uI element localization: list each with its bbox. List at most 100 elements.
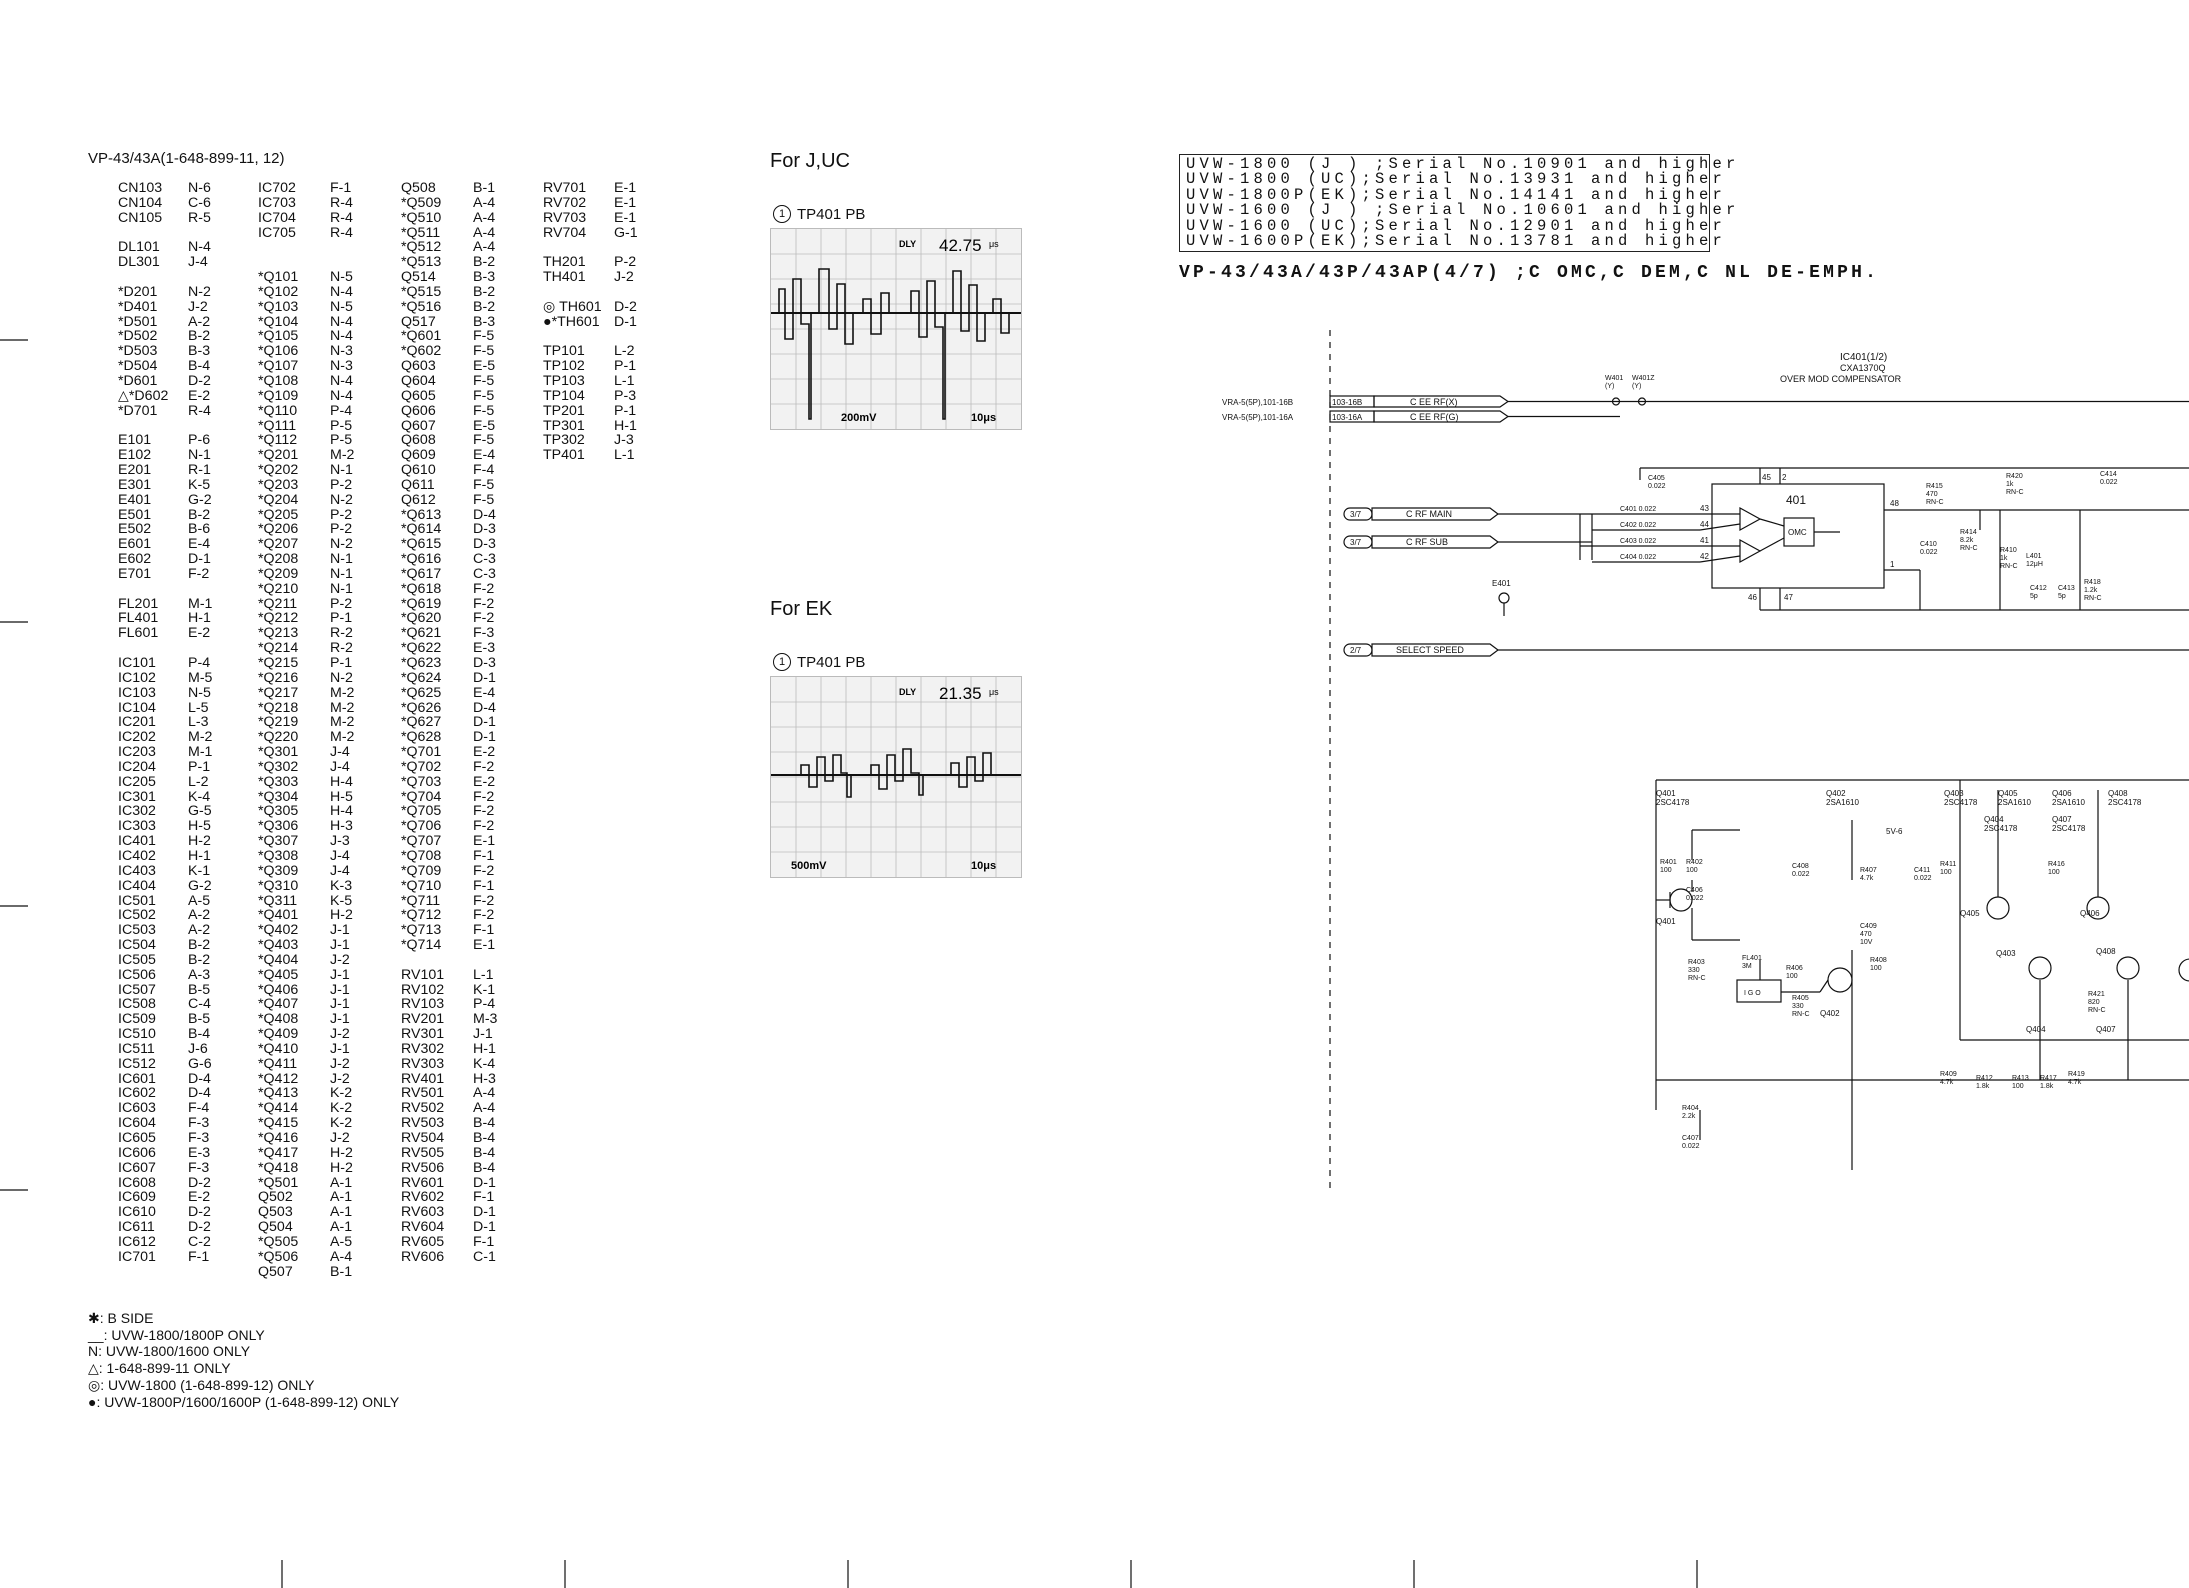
ref-cell: RV603 — [401, 1204, 445, 1221]
ref-cell: D-3 — [473, 655, 496, 671]
ref-cell: F-3 — [188, 1130, 210, 1146]
ref-cell: E-4 — [473, 447, 496, 464]
serial-line: UVW-1600 (J ) ;Serial No.10601 and highe… — [1186, 201, 1740, 220]
ref-cell: IC611 — [118, 1219, 155, 1236]
ref-cell: J-6 — [188, 1040, 208, 1057]
scope1-volt: 200mV — [841, 412, 877, 424]
ref-cell: *Q702 — [401, 758, 442, 775]
ref-cell: F-2 — [473, 892, 495, 909]
schematic-label-r414: RN-C — [1960, 545, 1978, 552]
schematic-label-q403: Q403 — [1944, 789, 1964, 798]
ref-cell: B-2 — [188, 951, 211, 968]
ref-cell: △*D602 — [118, 387, 169, 404]
ref-cell: IC705 — [258, 224, 296, 241]
ref-cell: IC602 — [118, 1085, 156, 1102]
ref-cell: F-3 — [188, 1115, 210, 1132]
ref-cell: RV401 — [401, 1070, 445, 1087]
ref-cell: RV303 — [401, 1055, 445, 1072]
ref-cell: RV606 — [401, 1248, 445, 1265]
ref-cell: IC601 — [118, 1070, 156, 1087]
ref-cell: IC202 — [118, 729, 156, 746]
serial-line: UVW-1600 (UC);Serial No.12901 and higher — [1186, 216, 1727, 235]
ref-cell: D-1 — [473, 1204, 496, 1221]
schematic-label-r409: 4.7k — [1940, 1079, 1954, 1086]
ref-cell: *Q412 — [258, 1070, 299, 1087]
ref-cell: RV201 — [401, 1011, 445, 1028]
schematic-label-c408: C408 — [1792, 863, 1809, 870]
ref-cell: E-1 — [473, 833, 496, 850]
ref-cell: DL301 — [118, 254, 160, 271]
ref-cell: *Q308 — [258, 847, 299, 864]
ref-cell: *Q215 — [258, 655, 299, 671]
ref-cell: J-1 — [330, 1040, 350, 1057]
ref-cell: IC606 — [118, 1144, 156, 1161]
schematic-label-r402: R402 — [1686, 859, 1703, 866]
ref-cell: *Q627 — [401, 714, 442, 731]
ref-cell: *Q311 — [258, 892, 298, 909]
ref-cell: IC508 — [118, 996, 156, 1013]
ref-cell: M-2 — [330, 699, 355, 716]
ref-cell: G-2 — [188, 877, 212, 894]
ref-cell: R-4 — [330, 209, 353, 226]
ref-cell: *Q628 — [401, 729, 442, 746]
ref-cell: P-4 — [330, 402, 353, 419]
ref-cell: *Q403 — [258, 937, 299, 954]
ref-cell: *Q714 — [401, 937, 442, 954]
schematic-pin-label: 41 — [1700, 536, 1709, 545]
ref-cell: *Q515 — [401, 283, 442, 300]
serial-line: UVW-1600P(EK);Serial No.13781 and higher — [1186, 232, 1727, 251]
ref-cell: E-1 — [614, 194, 637, 211]
ref-cell: Q603 — [401, 358, 436, 375]
ref-cell: P-2 — [330, 476, 353, 493]
ref-cell: J-4 — [330, 744, 350, 761]
schematic-label-bus2-sig: C RF SUB — [1406, 537, 1448, 547]
ref-cell: H-2 — [330, 907, 353, 924]
schematic-pin-label: 44 — [1700, 520, 1709, 529]
schematic-label-c408: 0.022 — [1792, 871, 1810, 878]
ref-cell: B-5 — [188, 981, 211, 998]
ref-cell: *D501 — [118, 313, 158, 330]
schematic-label-pin45: 45 — [1762, 473, 1771, 482]
scope1-region: For J,UC — [770, 150, 850, 172]
schematic-label-q403: 2SC4178 — [1944, 798, 1978, 807]
ref-cell: C-3 — [473, 551, 496, 568]
ref-cell: *Q705 — [401, 803, 442, 820]
ref-cell: F-2 — [188, 565, 210, 582]
ref-cell: P-1 — [330, 655, 353, 671]
ref-cell: N-1 — [330, 580, 353, 597]
schematic-label-r412: 1.8k — [1976, 1083, 1990, 1090]
schematic-label-r405: R405 — [1792, 995, 1809, 1002]
schematic-label-c409: 10V — [1860, 939, 1873, 946]
ref-cell: F-2 — [473, 862, 495, 879]
ref-cell: E502 — [118, 521, 152, 538]
ref-cell: M-1 — [188, 744, 213, 761]
ref-cell: IC507 — [118, 981, 156, 998]
ref-cell: RV702 — [543, 194, 587, 211]
ref-cell: ●*TH601 — [543, 313, 600, 330]
schematic-label-w2: W401Z — [1632, 375, 1655, 382]
ref-cell: F-2 — [473, 610, 495, 627]
ref-cell: *Q506 — [258, 1248, 299, 1265]
ref-cell: *Q701 — [401, 744, 442, 761]
ref-cell: N-4 — [330, 328, 353, 345]
ref-cell: E601 — [118, 536, 152, 553]
ref-cell: K-4 — [188, 788, 211, 805]
ref-cell: *D502 — [118, 328, 158, 345]
ref-cell: F-1 — [473, 847, 495, 864]
legend-item: △: 1-648-899-11 ONLY — [88, 1360, 231, 1377]
ref-cell: D-4 — [188, 1070, 211, 1087]
schematic-label-pin2: 2 — [1782, 473, 1787, 482]
ref-cell: E-5 — [473, 417, 496, 434]
ref-cell: B-2 — [188, 328, 211, 345]
serial-line: UVW-1800 (J ) ;Serial No.10901 and highe… — [1186, 155, 1740, 173]
ref-cell: *Q711 — [401, 892, 441, 909]
schematic-label-c410: C410 — [1920, 541, 1937, 548]
ref-cell: TP104 — [543, 387, 585, 404]
ref-cell: P-1 — [330, 610, 353, 627]
ref-cell: *Q622 — [401, 640, 442, 657]
schematic-label-bus2-ref: 3/7 — [1350, 538, 1362, 547]
ref-cell: IC509 — [118, 1011, 156, 1028]
schematic-label-c410: 0.022 — [1920, 549, 1938, 556]
